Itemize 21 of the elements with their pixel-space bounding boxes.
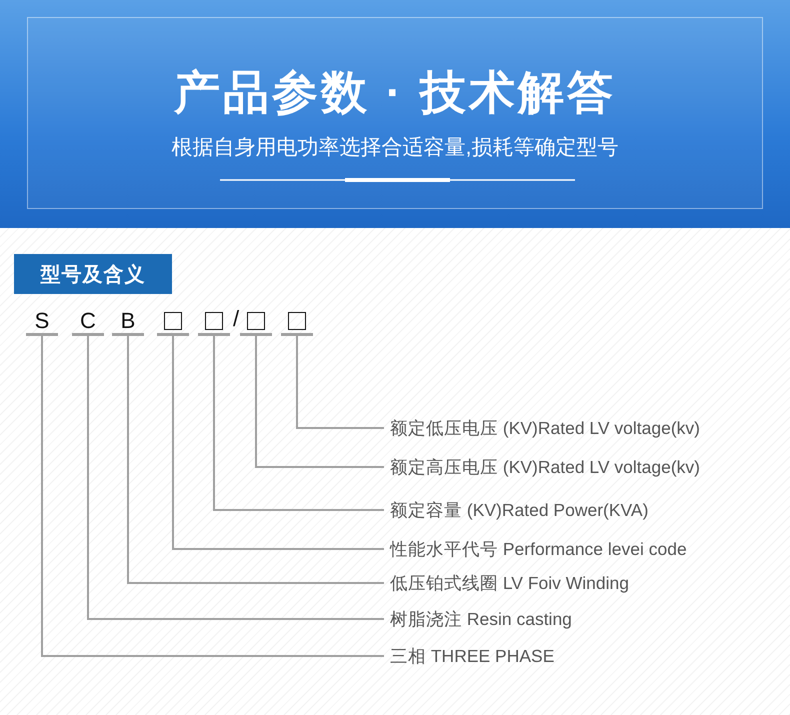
leader-line [41,336,384,657]
subtitle: 根据自身用电功率选择合适容量,损耗等确定型号 [170,135,620,161]
description-text: 低压铂式线圈 LV Foiv Winding [390,572,629,594]
page-title: 产品参数 · 技术解答 [172,65,617,120]
leader-line [296,336,384,429]
description-text: 额定低压电压 (KV)Rated LV voltage(kv) [390,417,700,439]
description-text: 三相 THREE PHASE [390,645,554,667]
leader-line [213,336,384,511]
description-text: 性能水平代号 Performance levei code [390,538,687,560]
leader-line [127,336,384,584]
leader-line [87,336,384,620]
section-tab: 型号及含义 [14,254,172,294]
code-letter: S [26,306,58,336]
description-text: 额定高压电压 (KV)Rated LV voltage(kv) [390,456,700,478]
leader-line [172,336,384,550]
code-letter: B [112,306,144,336]
separator-slash: / [233,306,240,332]
description-text: 额定容量 (KV)Rated Power(KVA) [390,499,648,521]
description-text: 树脂浇注 Resin casting [390,608,572,630]
leader-line [255,336,384,468]
code-letter: C [72,306,104,336]
